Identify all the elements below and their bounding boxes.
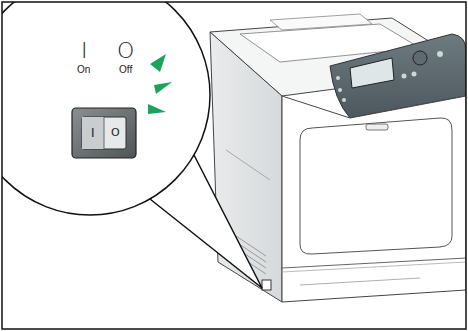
- switch-label: On: [77, 64, 90, 75]
- switch-label: Off: [119, 65, 132, 75]
- switch-label: O: [117, 38, 134, 63]
- switch-label: I: [81, 40, 88, 62]
- frame: [2, 2, 466, 329]
- emphasis-marks: [148, 54, 172, 114]
- switch-label: On: [77, 65, 90, 75]
- switch-label: I: [91, 127, 95, 139]
- switch-label: O: [111, 127, 120, 138]
- printer: [2, 2, 466, 302]
- switch-label: Off: [119, 64, 132, 75]
- switch-label: O: [117, 40, 134, 62]
- rocker-mark: O: [111, 126, 120, 139]
- rocker-mark: I: [91, 126, 95, 140]
- switch-label: I: [81, 38, 88, 63]
- rocker-switch-housing: [72, 108, 136, 158]
- power-switch: [262, 280, 271, 290]
